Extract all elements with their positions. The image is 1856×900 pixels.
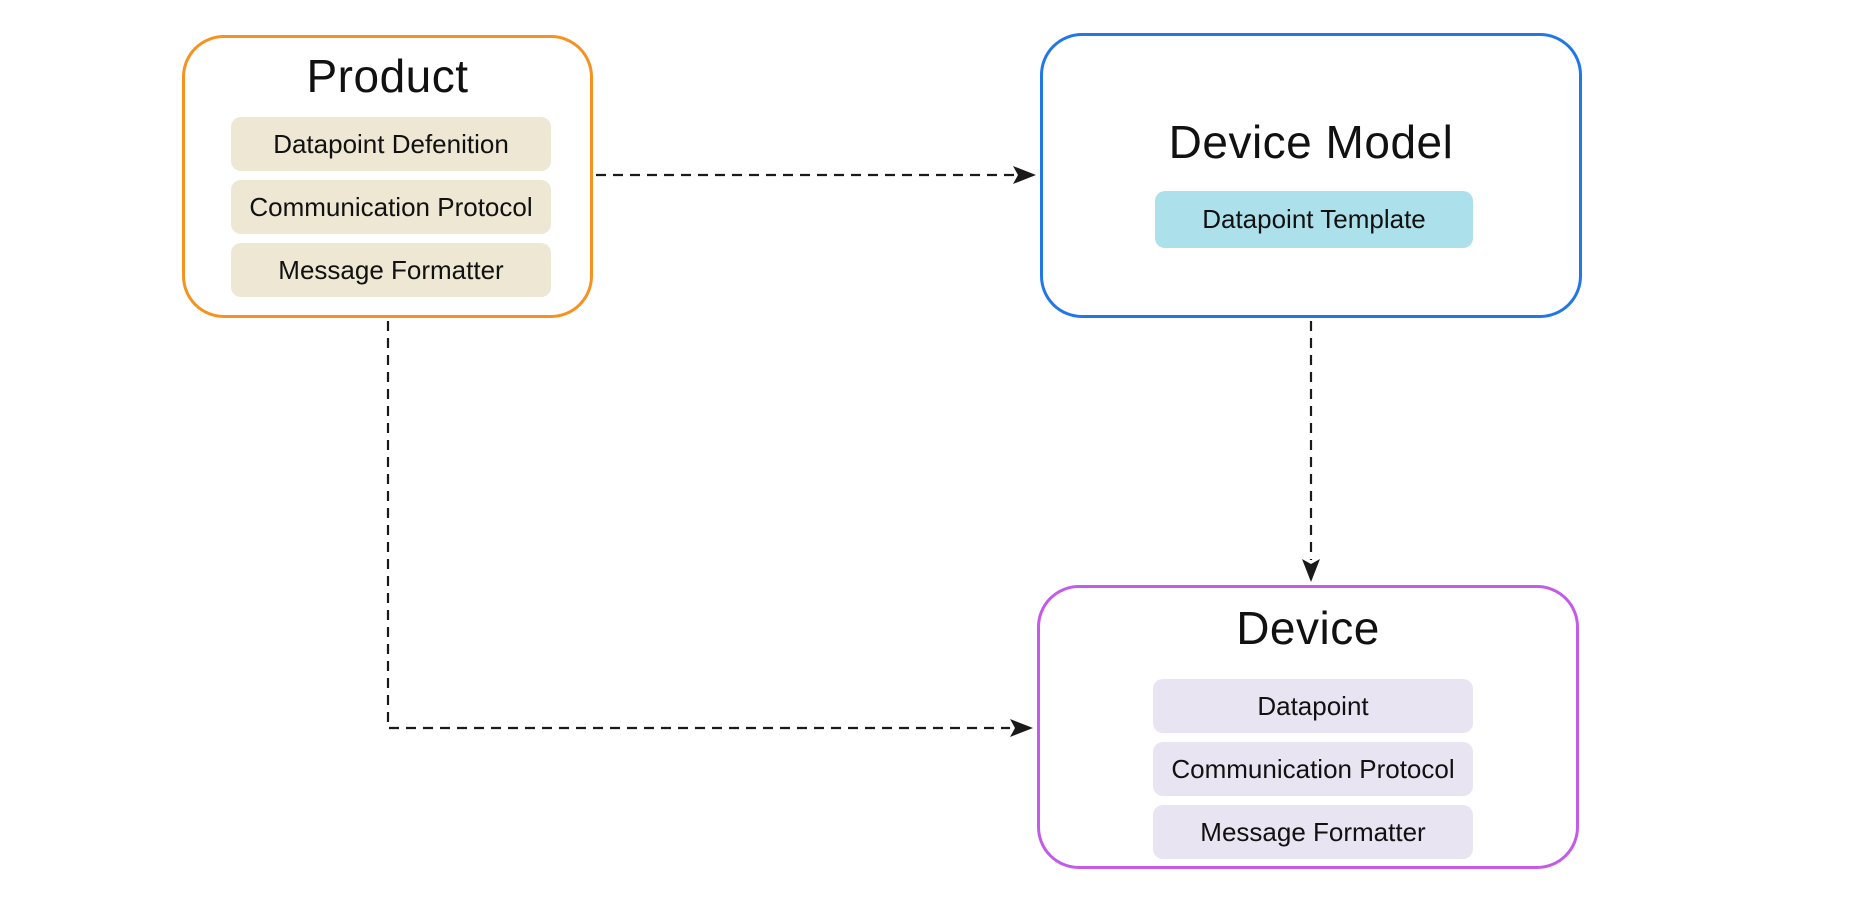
- list-item: Message Formatter: [231, 243, 551, 297]
- arrow-product-to-device: [386, 321, 1033, 737]
- list-item: Datapoint Template: [1155, 191, 1473, 248]
- list-item: Communication Protocol: [231, 180, 551, 234]
- node-device-items: Datapoint Communication Protocol Message…: [1153, 679, 1473, 859]
- node-device: Device Datapoint Communication Protocol …: [1037, 585, 1579, 869]
- list-item: Message Formatter: [1153, 805, 1473, 859]
- node-product-items: Datapoint Defenition Communication Proto…: [231, 117, 551, 297]
- node-device-model-title: Device Model: [1168, 116, 1454, 168]
- node-product: Product Datapoint Defenition Communicati…: [182, 35, 593, 318]
- list-item: Datapoint Defenition: [231, 117, 551, 171]
- arrow-product-to-device-model: [596, 166, 1036, 184]
- node-device-title: Device: [1236, 602, 1380, 654]
- node-device-model-items: Datapoint Template: [1155, 191, 1473, 248]
- node-product-title: Product: [306, 50, 469, 102]
- arrow-device-model-to-device: [1302, 321, 1320, 582]
- list-item: Datapoint: [1153, 679, 1473, 733]
- node-device-model: Device Model Datapoint Template: [1040, 33, 1582, 318]
- list-item: Communication Protocol: [1153, 742, 1473, 796]
